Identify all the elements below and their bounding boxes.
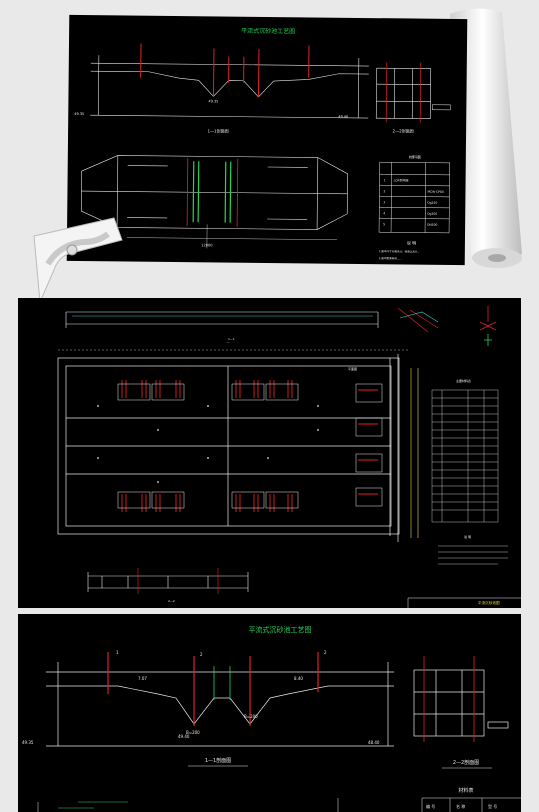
dimension-label: B=200: [186, 730, 200, 735]
materials-table-title: 主要材料表: [456, 378, 471, 383]
section-2-label: 2—2剖面图: [453, 759, 479, 766]
level-label: 49.35: [22, 740, 34, 745]
dimension-label: 7.07: [138, 676, 147, 681]
cad-drawing-3: 平流式沉砂池工艺图 49.35 49.40 48.40 7.07 8.40 B=…: [22, 625, 521, 812]
table-head: 型 号: [488, 803, 497, 809]
svg-text:1: 1: [384, 178, 386, 182]
section-2-label: 2—2剖面图: [393, 127, 414, 133]
svg-text:3: 3: [383, 200, 385, 204]
cad-drawing-1: 平流式沉砂池工艺图 49.35 49.35 49.40 1—1剖面图 2—2剖面…: [74, 27, 451, 260]
note-line: 1.图中尺寸以毫米计，标高以米计。: [379, 249, 420, 253]
north-arrow-icon: [479, 306, 497, 346]
materials-table-title: 材料表: [409, 153, 421, 159]
sheet3-title: 平流式沉砂池工艺图: [249, 625, 312, 634]
dimension-total: 12000: [201, 243, 212, 247]
section-mark: 2: [200, 652, 203, 657]
drawing-sheet-2: 1—1 —: [18, 298, 521, 608]
svg-text:5: 5: [383, 222, 385, 226]
protractor-decoration: [33, 217, 123, 303]
drawing-sheet-3: 平流式沉砂池工艺图 49.35 49.40 48.40 7.07 8.40 B=…: [18, 614, 521, 812]
note-line: 2.图中管道采用……: [379, 256, 403, 260]
svg-text:MCW-CP60: MCW-CP60: [427, 190, 443, 194]
table-head: 名 称: [456, 803, 465, 809]
paper-roll-decoration: [450, 8, 522, 268]
sheet1-title: 平流式沉砂池工艺图: [241, 27, 295, 36]
level-label: 49.35: [208, 99, 218, 103]
svg-text:Dg200: Dg200: [427, 212, 437, 216]
svg-text:4: 4: [383, 211, 385, 215]
svg-text:Dg250: Dg250: [427, 201, 437, 205]
svg-text:LQF型闸阀: LQF型闸阀: [394, 177, 409, 182]
svg-text:DN500: DN500: [427, 223, 437, 227]
section-1-label: 1—1剖面图: [205, 757, 231, 764]
plan-label: 平面图: [348, 367, 357, 371]
level-label: 48.40: [368, 740, 380, 745]
cad-drawing-2: 1—1 —: [57, 306, 521, 608]
section-1-label: 1—1剖面图: [208, 127, 229, 133]
materials-table-title: 材料表: [458, 787, 473, 794]
section-mark: 1: [116, 650, 119, 655]
svg-text:2: 2: [383, 189, 385, 193]
notes-title: 说 明: [464, 534, 471, 539]
section-label: 1—1: [228, 337, 235, 341]
dimension-label: 8.40: [294, 676, 303, 681]
dimension-label: B=200: [244, 714, 258, 719]
level-label: 49.40: [338, 115, 348, 119]
drawing-sheet-1: 平流式沉砂池工艺图 49.35 49.35 49.40 1—1剖面图 2—2剖面…: [66, 14, 468, 266]
level-label: 49.35: [74, 112, 84, 116]
section-mark: 2: [324, 650, 327, 655]
notes-title: 说 明: [407, 239, 416, 245]
title-block-stamp: 平流沉砂池图: [478, 600, 500, 605]
section-bottom-label: 2—2: [168, 599, 175, 603]
table-head: 编 号: [426, 803, 435, 809]
level-label: 49.40: [178, 734, 190, 739]
dimension-text: —: [227, 340, 230, 344]
